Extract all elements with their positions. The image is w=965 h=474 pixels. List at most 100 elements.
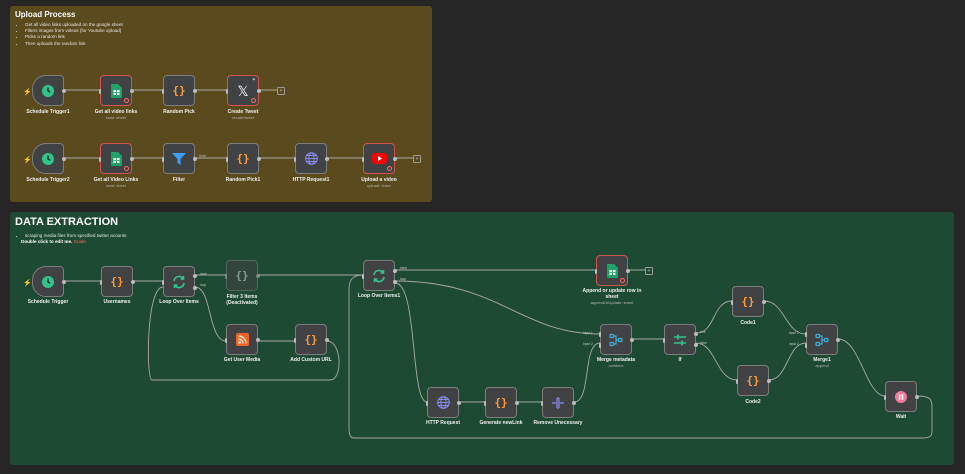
get-all-video-links-node[interactable] [99, 75, 134, 106]
wait-node[interactable] [884, 381, 919, 412]
input-port[interactable] [541, 401, 543, 406]
output-port[interactable] [131, 280, 135, 284]
input-port[interactable] [362, 274, 364, 279]
input-port[interactable] [484, 401, 486, 406]
output-port[interactable] [193, 157, 197, 161]
loop-icon [173, 275, 185, 288]
output-port-done[interactable] [193, 274, 197, 278]
filter-3-items-deactivated-label: (Deactivated) [226, 300, 258, 306]
input-port[interactable] [736, 379, 738, 384]
merge-metadata-node[interactable] [599, 324, 634, 355]
add-custom-url-node[interactable]: {} [294, 324, 329, 355]
output-port[interactable] [62, 280, 66, 284]
add-node-button[interactable]: + [277, 87, 285, 95]
input-port-2[interactable] [599, 343, 601, 348]
connection [348, 274, 933, 439]
output-port[interactable] [915, 395, 919, 399]
if-node[interactable] [663, 324, 698, 355]
output-port[interactable] [836, 338, 840, 342]
input-port[interactable] [226, 89, 228, 94]
data-extraction-sticky[interactable] [10, 212, 954, 465]
upload-video-node[interactable] [362, 143, 397, 174]
merge-metadata-input2-label: Input 2 [583, 342, 593, 346]
add-node-button[interactable]: + [413, 155, 421, 163]
get-all-video-links2-label: Get all Video Links [93, 177, 139, 183]
upload-process-sticky[interactable] [10, 6, 432, 202]
input-port[interactable] [595, 269, 597, 274]
loop-over-items-node[interactable] [162, 266, 197, 297]
output-port-done[interactable] [393, 269, 397, 273]
output-port[interactable] [393, 157, 397, 161]
output-port[interactable] [515, 401, 519, 405]
upload-bullet: Get all video links uploaded on the goog… [25, 22, 123, 28]
code1-node[interactable]: {} [731, 286, 766, 317]
add-node-button[interactable]: + [645, 267, 653, 275]
input-port[interactable] [225, 338, 227, 343]
generate-newlink-node[interactable]: {} [484, 387, 519, 418]
input-port[interactable] [884, 395, 886, 400]
output-port[interactable] [572, 401, 576, 405]
output-port[interactable] [256, 274, 260, 278]
merge-metadata-input1-label: Input 1 [583, 331, 593, 335]
output-port[interactable] [257, 89, 261, 93]
output-port-false[interactable] [694, 343, 698, 347]
schedule-trigger-node[interactable]: ⚡ [23, 266, 66, 297]
input-port[interactable] [225, 274, 227, 279]
output-port[interactable] [457, 401, 461, 405]
input-port[interactable] [362, 157, 364, 162]
input-port-2[interactable] [805, 343, 807, 348]
output-port[interactable] [762, 300, 766, 304]
input-port[interactable] [100, 280, 102, 285]
output-port[interactable] [325, 157, 329, 161]
output-port[interactable] [630, 338, 634, 342]
output-port[interactable] [626, 269, 630, 273]
input-port[interactable] [294, 157, 296, 162]
random-pick-node[interactable]: {} [162, 75, 197, 106]
filter-node[interactable] [162, 143, 197, 174]
schedule-trigger1-node[interactable]: ⚡ [23, 75, 66, 106]
output-port-true[interactable] [694, 332, 698, 336]
output-port[interactable] [325, 338, 329, 342]
output-port[interactable] [130, 89, 134, 93]
http-request-node[interactable] [426, 387, 461, 418]
input-port[interactable] [162, 157, 164, 162]
output-port[interactable] [257, 157, 261, 161]
code2-node[interactable]: {} [736, 365, 771, 396]
output-port[interactable] [130, 157, 134, 161]
input-port[interactable] [99, 89, 101, 94]
output-port-loop[interactable] [193, 286, 197, 290]
input-port-1[interactable] [599, 332, 601, 337]
input-port[interactable] [731, 300, 733, 305]
input-port[interactable] [294, 338, 296, 343]
output-port-loop[interactable] [393, 280, 397, 284]
input-port[interactable] [426, 401, 428, 406]
output-port[interactable] [193, 89, 197, 93]
output-port[interactable] [256, 338, 260, 342]
usernames-node[interactable]: {} [100, 266, 135, 297]
filter-3-items-node[interactable]: {} [225, 260, 260, 291]
pause-icon [895, 390, 907, 403]
input-port[interactable] [99, 157, 101, 162]
append-update-row-node[interactable] [595, 255, 630, 286]
connection [194, 286, 227, 342]
get-user-media-node[interactable] [225, 324, 260, 355]
input-port[interactable] [663, 338, 665, 343]
input-port[interactable] [226, 157, 228, 162]
schedule-trigger2-node[interactable]: ⚡ [23, 143, 66, 174]
input-port[interactable] [162, 89, 164, 94]
remove-fields-icon [552, 396, 564, 409]
merge1-node[interactable] [805, 324, 840, 355]
remove-unecessary-node[interactable] [541, 387, 576, 418]
output-port[interactable] [62, 157, 66, 161]
guide-link[interactable]: Guide [73, 239, 86, 244]
data-extraction-title: DATA EXTRACTION [15, 216, 119, 228]
get-all-video-links2-node[interactable] [99, 143, 134, 174]
output-port[interactable] [767, 379, 771, 383]
input-port-1[interactable] [805, 332, 807, 337]
input-port[interactable] [162, 280, 164, 285]
random-pick1-node[interactable]: {} [226, 143, 261, 174]
create-tweet-node[interactable]: 𝕏 ✦ [226, 75, 261, 106]
output-port[interactable] [62, 89, 66, 93]
http-request1-node[interactable] [294, 143, 329, 174]
loop-over-items1-node[interactable] [362, 260, 397, 291]
